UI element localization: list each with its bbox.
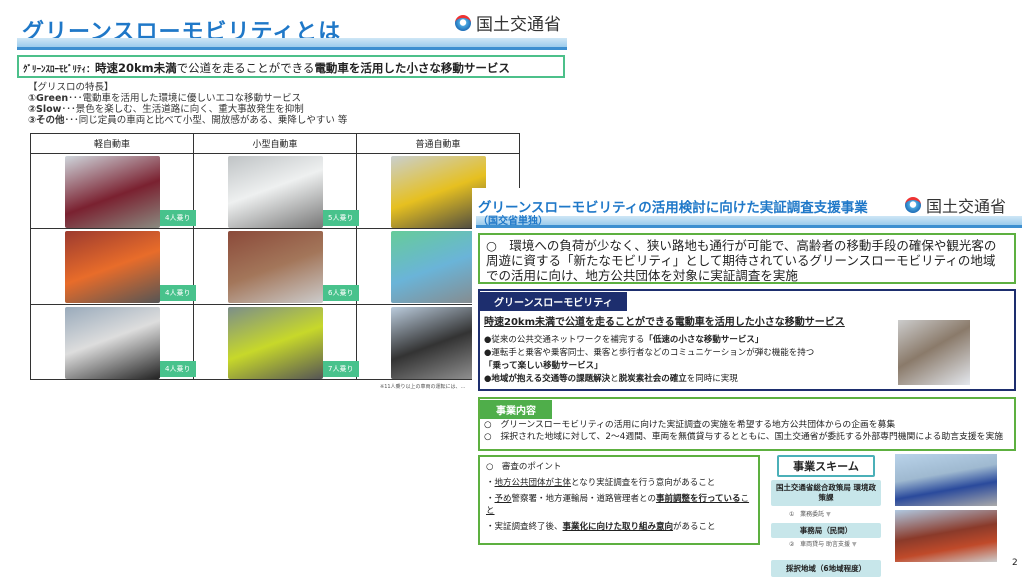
front-slide-title: グリーンスローモビリティの活用検討に向けた実証調査支援事業: [478, 200, 868, 216]
arrow-down-icon: ▼: [851, 541, 857, 548]
ministry-name: 国土交通省: [926, 197, 1007, 216]
mlit-logo-icon: [905, 197, 921, 213]
gsm-bullet: ●地域が抱える交通等の課題解決と脱炭素社会の確立を同時に実現: [484, 374, 738, 384]
ministry-name: 国土交通省: [476, 15, 561, 35]
vehicle-photo: [390, 306, 486, 379]
feature-item: ②Slow･･･景色を楽しむ、生活道路に向く、重大事故発生を抑制: [28, 104, 304, 115]
capacity-label: 4人乗り: [160, 210, 196, 226]
def-text: で公道を走ることができる: [176, 61, 315, 75]
review-point: ・実証調査終了後、事業化に向けた取り組み意向があること: [486, 522, 716, 532]
vehicle-table: 軽自動車小型自動車普通自動車 4人乗り 5人乗り 4人乗り 6人乗り 4人乗り …: [30, 133, 520, 381]
capacity-label: 7人乗り: [323, 360, 359, 377]
column-header: 軽自動車: [30, 133, 194, 154]
intro-text: ○ 環境への負荷が少なく、狭い路地も通行が可能で、高齢者の移動手段の確保や観光客…: [486, 238, 997, 283]
scheme-box-secretariat: 事務局（民間）: [771, 523, 881, 538]
review-point: ・予め警察署・地方運輸局・道路管理者との事前調整を行っていること: [486, 494, 750, 516]
intro-box: ○ 環境への負荷が少なく、狭い路地も通行が可能で、高齢者の移動手段の確保や観光客…: [478, 233, 1016, 284]
features-heading: 【グリスロの特長】: [28, 82, 114, 93]
feature-item: ③その他･･･同じ定員の車両と比べて小型、開放感がある、乗降しやすい 等: [28, 115, 348, 126]
page-number: 2: [1012, 558, 1018, 568]
gsm-bullet: ●従来の公共交通ネットワークを補完する「低速の小さな移動サービス」: [484, 335, 764, 345]
scheme-box-regions: 採択地域（6地域程度）: [771, 560, 881, 577]
def-electric: 電動車を活用した: [314, 61, 407, 75]
features-list: 【グリスロの特長】 ①Green･･･電動車を活用した環境に優しいエコな移動サー…: [28, 82, 347, 126]
def-speed: 時速20km未満: [95, 61, 177, 75]
arrow-down-icon: ▼: [826, 511, 831, 518]
content-tab: 事業内容: [480, 400, 552, 419]
footnote: ※11人乗り以上の車両の運転には、…: [380, 384, 466, 390]
content-item: ○ グリーンスローモビリティの活用に向けた実証調査の実施を希望する地方公共団体か…: [484, 420, 896, 430]
ministry-logo: 国土交通省: [455, 10, 561, 35]
vehicle-photo: 4人乗り: [64, 156, 196, 228]
scheme-title: 事業スキーム: [777, 455, 875, 477]
column-header: 小型自動車: [193, 133, 357, 154]
ministry-logo: 国土交通省: [905, 193, 1006, 217]
column-header: 普通自動車: [356, 133, 520, 154]
gsm-tab: グリーンスローモビリティ: [480, 292, 627, 311]
gsm-bullet: ●運転手と乗客や乗客同士、乗客と歩行者などのコミュニケーションが弾む機能を持つ「…: [484, 348, 815, 371]
vehicle-photo: 4人乗り: [64, 231, 196, 304]
capacity-label: 4人乗り: [160, 285, 196, 302]
vehicle-photo: 4人乗り: [64, 306, 196, 379]
capacity-label: 6人乗り: [323, 285, 359, 302]
review-box: ○ 審査のポイント ・地方公共団体が主体となり実証調査を行う意向があること ・予…: [478, 455, 760, 545]
scheme-diagram: 事業スキーム 国土交通省総合政策局 環境政策課 ① 業務委託 ▼ 事務局（民間）…: [771, 455, 881, 577]
vehicle-photo: 7人乗り: [227, 306, 359, 379]
title-band: [476, 216, 1022, 228]
content-box: 事業内容 ○ グリーンスローモビリティの活用に向けた実証調査の実施を希望する地方…: [478, 397, 1016, 451]
mlit-logo-icon: [455, 14, 471, 31]
gsm-definition: 時速20km未満で公道を走ることができる電動車を活用した小さな移動サービス: [484, 317, 845, 328]
scheme-step: ① 業務委託 ▼: [789, 511, 831, 518]
capacity-label: 5人乗り: [323, 210, 359, 226]
gsm-box: グリーンスローモビリティ 時速20km未満で公道を走ることができる電動車を活用し…: [478, 289, 1016, 391]
title-band: [17, 38, 567, 50]
front-slide-subtitle: （国交省単独）: [478, 216, 548, 227]
gsm-photo: [898, 320, 970, 385]
scheme-photo-station: [895, 510, 997, 562]
vehicle-photo: [390, 156, 486, 228]
scheme-step: ② 車両貸与 助言支援 ▼: [789, 541, 857, 548]
feature-item: ①Green･･･電動車を活用した環境に優しいエコな移動サービス: [28, 93, 301, 104]
def-service: 小さな移動サービス: [406, 61, 510, 75]
vehicle-photo: 5人乗り: [227, 156, 359, 228]
definition-term: ｸﾞﾘｰﾝｽﾛｰﾓﾋﾞﾘﾃｨ：: [23, 65, 96, 75]
capacity-label: 4人乗り: [160, 360, 196, 377]
definition-box: ｸﾞﾘｰﾝｽﾛｰﾓﾋﾞﾘﾃｨ：時速20km未満で公道を走ることができる電動車を活…: [17, 55, 565, 78]
scheme-box-ministry: 国土交通省総合政策局 環境政策課: [771, 480, 881, 506]
review-heading: ○ 審査のポイント: [486, 462, 562, 472]
vehicle-photo: [390, 231, 486, 304]
content-item: ○ 採択された地域に対して、2～4週間、車両を無償貸与するとともに、国土交通省が…: [484, 432, 1004, 442]
review-point: ・地方公共団体が主体となり実証調査を行う意向があること: [486, 478, 716, 488]
gsm-bullets: ●従来の公共交通ネットワークを補完する「低速の小さな移動サービス」 ●運転手と乗…: [480, 334, 1014, 386]
vehicle-photo: 6人乗り: [227, 231, 359, 304]
scheme-photo-vehicle: [895, 454, 997, 506]
